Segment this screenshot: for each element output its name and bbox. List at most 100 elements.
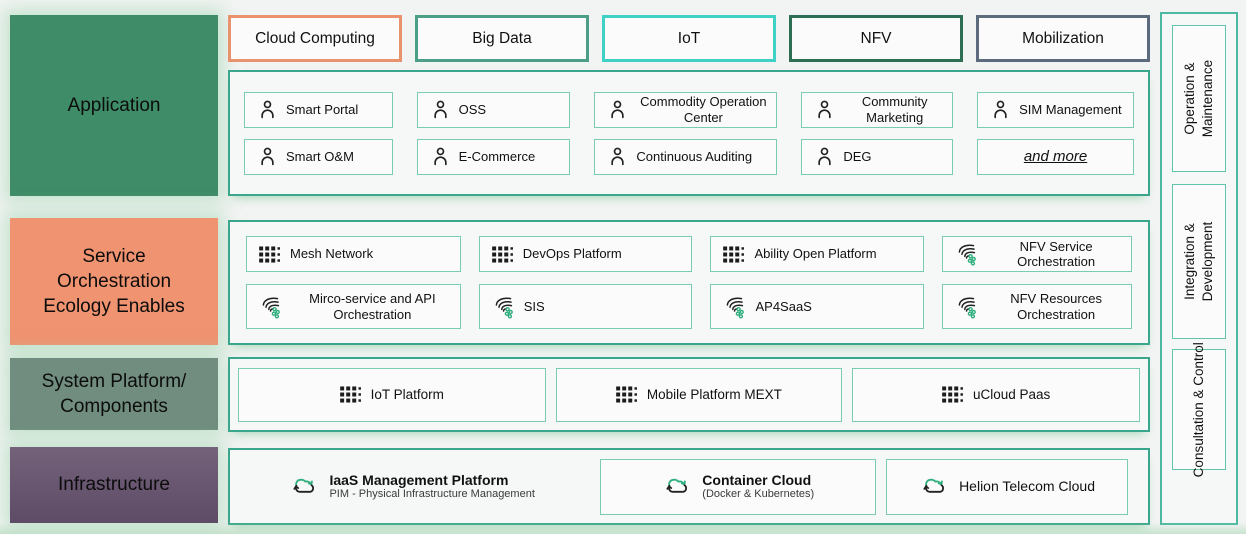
layer-label-infrastructure: Infrastructure xyxy=(10,447,218,523)
item-label: SIM Management xyxy=(1019,101,1122,117)
sys-item-ucloud-paas: uCloud Paas xyxy=(852,367,1140,422)
item-label: Mobile Platform MEXT xyxy=(646,386,782,402)
item-label: DevOps Platform xyxy=(522,246,622,262)
item-label: Smart Portal xyxy=(286,101,359,117)
tab-big-data: Big Data xyxy=(415,15,589,62)
app-item-oss: OSS xyxy=(416,91,571,128)
infra-item-subtitle: (Docker & Kubernetes) xyxy=(702,488,815,501)
grid-icon xyxy=(616,386,639,403)
infra-item-title: Helion Telecom Cloud xyxy=(959,478,1095,495)
svc-item-sis: SIS xyxy=(478,284,693,329)
system-platform-section: IoT Platform Mobile Platform MEXT uCloud… xyxy=(228,357,1150,432)
infra-item-title: IaaS Management Platform xyxy=(329,471,509,488)
grid-icon xyxy=(259,246,282,263)
cloud-sync-icon xyxy=(289,475,319,499)
item-label: OSS xyxy=(458,101,487,117)
infra-item-iaas-management-platform: IaaS Management Platform PIM - Physical … xyxy=(234,459,590,515)
tab-label: IoT xyxy=(677,29,701,47)
infrastructure-section: IaaS Management Platform PIM - Physical … xyxy=(228,448,1150,525)
svc-item-microservice-api-orchestration: Mirco-service and API Orchestration xyxy=(246,284,461,329)
item-label: Mirco-service and API Orchestration xyxy=(309,291,436,322)
vertical-label-line: Consultation & Control xyxy=(1191,341,1207,478)
person-icon xyxy=(814,98,835,121)
item-label: Community Marketing xyxy=(861,94,928,125)
tab-label: Cloud Computing xyxy=(255,29,375,47)
layer-label-system-platform: System Platform/ Components xyxy=(10,358,218,430)
app-item-continuous-auditing: Continuous Auditing xyxy=(594,138,778,175)
vertical-label-line: Maintenance xyxy=(1200,59,1215,138)
cloud-sync-icon xyxy=(919,475,949,499)
vertical-label: Operation & Maintenance xyxy=(1181,60,1216,137)
flow-icon xyxy=(723,295,747,319)
item-label: and more xyxy=(1023,147,1088,165)
item-label: Smart O&M xyxy=(286,148,354,164)
svc-item-mesh-network: Mesh Network xyxy=(246,236,461,272)
tab-label: Mobilization xyxy=(1022,29,1104,47)
sidebar-item-integration-development: Integration & Development xyxy=(1172,184,1226,339)
layer-label-service-orchestration: Service Orchestration Ecology Enables xyxy=(10,218,218,345)
layer-label-column: Application Service Orchestration Ecolog… xyxy=(10,15,218,525)
flow-icon xyxy=(955,242,979,266)
service-orchestration-section: Mesh Network DevOps Platform Ability Ope… xyxy=(228,220,1150,345)
infra-item-text: IaaS Management Platform PIM - Physical … xyxy=(329,472,534,502)
app-item-commodity-operation-center: Commodity Operation Center xyxy=(594,91,778,128)
item-label: AP4SaaS xyxy=(755,298,812,314)
vertical-label-line: Integration & xyxy=(1182,223,1198,300)
layer-label-text: Application xyxy=(67,94,161,116)
item-label: Commodity Operation Center xyxy=(640,94,767,125)
sys-item-iot-platform: IoT Platform xyxy=(238,367,546,422)
person-icon xyxy=(814,145,835,168)
flow-icon xyxy=(492,295,516,319)
svc-item-ability-open-platform: Ability Open Platform xyxy=(710,236,925,272)
item-label: SIS xyxy=(523,298,545,314)
item-label: IoT Platform xyxy=(370,386,444,402)
main-content: Cloud Computing Big Data IoT NFV Mobiliz… xyxy=(228,15,1150,525)
app-item-sim-management: SIM Management xyxy=(977,91,1134,128)
person-icon xyxy=(607,98,628,121)
lifecycle-sidebar: Operation & Maintenance Integration & De… xyxy=(1160,12,1238,525)
infra-item-title: Container Cloud xyxy=(702,471,812,488)
item-label: Continuous Auditing xyxy=(636,148,753,164)
tab-label: Big Data xyxy=(472,29,532,47)
app-item-and-more: and more xyxy=(977,138,1134,175)
item-label: Ability Open Platform xyxy=(754,246,877,262)
tab-iot: IoT xyxy=(602,15,776,62)
app-item-e-commerce: E-Commerce xyxy=(416,138,571,175)
grid-icon xyxy=(942,386,965,403)
person-icon xyxy=(990,98,1011,121)
grid-icon xyxy=(723,246,746,263)
vertical-label: Integration & Development xyxy=(1181,222,1216,302)
flow-icon xyxy=(259,295,283,319)
svc-item-ap4saas: AP4SaaS xyxy=(710,284,925,329)
person-icon xyxy=(430,145,451,168)
app-item-smart-portal: Smart Portal xyxy=(244,91,393,128)
item-label: NFV Service Orchestration xyxy=(1017,238,1096,269)
infra-item-text: Container Cloud (Docker & Kubernetes) xyxy=(702,472,814,502)
vertical-label-line: Operation & xyxy=(1182,62,1198,135)
app-item-deg: DEG xyxy=(801,138,954,175)
sidebar-item-operation-maintenance: Operation & Maintenance xyxy=(1172,25,1226,172)
vertical-label-line: Development xyxy=(1200,221,1216,302)
item-label: uCloud Paas xyxy=(972,386,1051,402)
grid-icon xyxy=(340,386,363,403)
person-icon xyxy=(257,145,278,168)
tab-mobilization: Mobilization xyxy=(976,15,1150,62)
infra-item-subtitle: PIM - Physical Infrastructure Management xyxy=(329,488,535,501)
infra-item-helion-telecom-cloud: Helion Telecom Cloud xyxy=(886,458,1128,515)
svc-item-nfv-service-orchestration: NFV Service Orchestration xyxy=(942,236,1132,272)
infra-item-text: Helion Telecom Cloud xyxy=(959,478,1095,495)
grid-icon xyxy=(492,246,515,263)
technology-tab-row: Cloud Computing Big Data IoT NFV Mobiliz… xyxy=(228,15,1150,62)
item-label: Mesh Network xyxy=(290,246,374,262)
application-section: Smart Portal OSS Commodity Operation Cen… xyxy=(228,70,1150,196)
vertical-label: Consultation & Control xyxy=(1190,342,1208,477)
app-item-smart-oandm: Smart O&M xyxy=(244,138,393,175)
person-icon xyxy=(607,145,628,168)
layer-label-text: Service Orchestration Ecology Enables xyxy=(43,245,185,318)
person-icon xyxy=(257,98,278,121)
item-label: DEG xyxy=(843,148,872,164)
layer-label-application: Application xyxy=(10,15,218,196)
svc-item-devops-platform: DevOps Platform xyxy=(478,236,693,272)
tab-label: NFV xyxy=(860,29,892,47)
